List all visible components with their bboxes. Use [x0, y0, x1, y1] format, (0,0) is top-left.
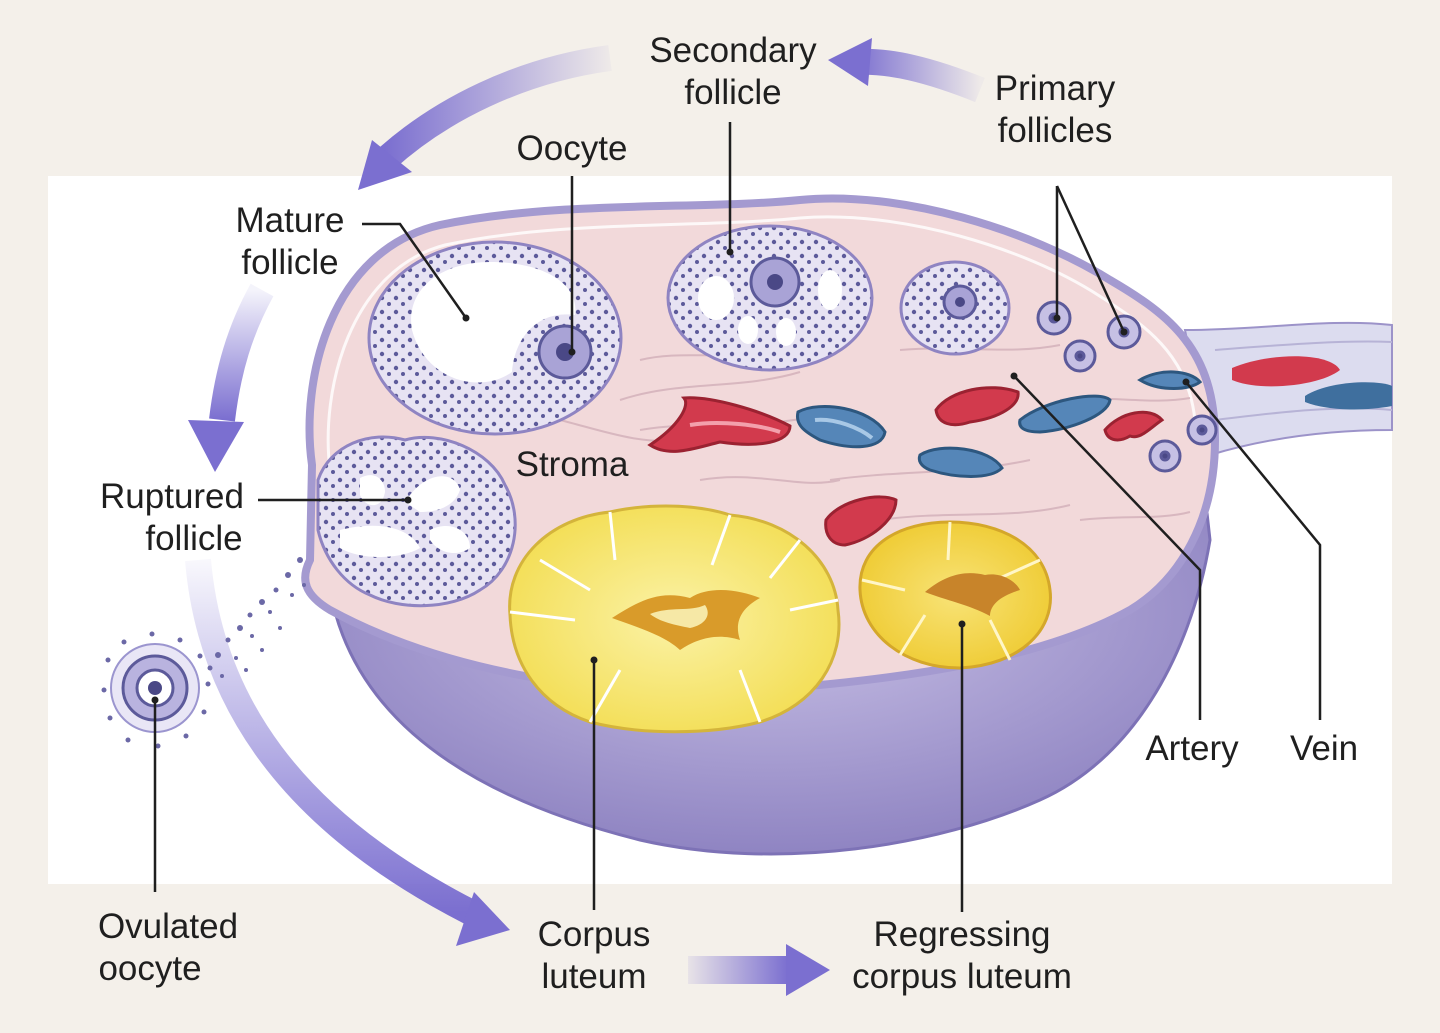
vein-segment	[795, 405, 887, 449]
artery-segment	[934, 386, 1020, 427]
corpus-luteum-body	[508, 504, 841, 734]
label-primary-follicles: Primary follicles	[994, 69, 1116, 150]
leader-lines	[153, 122, 1322, 912]
arrow-icon	[828, 38, 872, 86]
leader-vein	[1185, 381, 1322, 720]
label-mature-follicle: Mature follicle	[235, 201, 345, 282]
ovarian-ligament	[1183, 321, 1393, 457]
arrow-icon	[854, 48, 985, 103]
label-stroma: Stroma	[515, 445, 629, 484]
leader-dots	[151, 248, 1190, 704]
arrow-icon	[688, 956, 788, 984]
secondary-follicle	[666, 224, 874, 372]
arrow-icon	[358, 140, 412, 190]
artery-segment	[824, 495, 898, 547]
leader-primary-follicles-b	[1055, 185, 1126, 333]
label-secondary-follicle: Secondary follicle	[649, 31, 817, 112]
arrow-icon	[185, 558, 476, 924]
cycle-arrows	[185, 38, 985, 996]
arrow-icon	[188, 420, 244, 472]
leader-artery	[1013, 375, 1202, 720]
label-ruptured-follicle: Ruptured follicle	[100, 477, 244, 558]
released-cells	[207, 557, 306, 678]
ligament-artery	[1232, 356, 1340, 387]
label-artery: Artery	[1145, 729, 1239, 768]
label-corpus-luteum: Corpus luteum	[537, 915, 651, 996]
vein-segment	[917, 446, 1004, 478]
label-vein: Vein	[1289, 729, 1359, 768]
leader-mature-follicle	[362, 222, 468, 319]
growing-follicle	[899, 260, 1011, 356]
vein-segment	[1018, 394, 1112, 434]
mature-follicle	[367, 240, 623, 436]
blood-vessels	[647, 370, 1203, 547]
arrow-icon	[786, 944, 830, 996]
regressing-corpus-luteum-body	[858, 520, 1052, 670]
ruptured-follicle	[316, 435, 517, 608]
arrow-icon	[376, 45, 612, 170]
artery-segment	[1103, 410, 1165, 442]
ligament-vein	[1305, 382, 1392, 410]
label-regressing-corpus-luteum: Regressing corpus luteum	[852, 915, 1072, 996]
label-oocyte: Oocyte	[516, 129, 628, 168]
ovulated-oocyte-cell	[101, 631, 211, 749]
arrow-icon	[456, 892, 510, 946]
label-ovulated-oocyte: Ovulated oocyte	[97, 907, 239, 988]
arrow-icon	[209, 283, 274, 422]
